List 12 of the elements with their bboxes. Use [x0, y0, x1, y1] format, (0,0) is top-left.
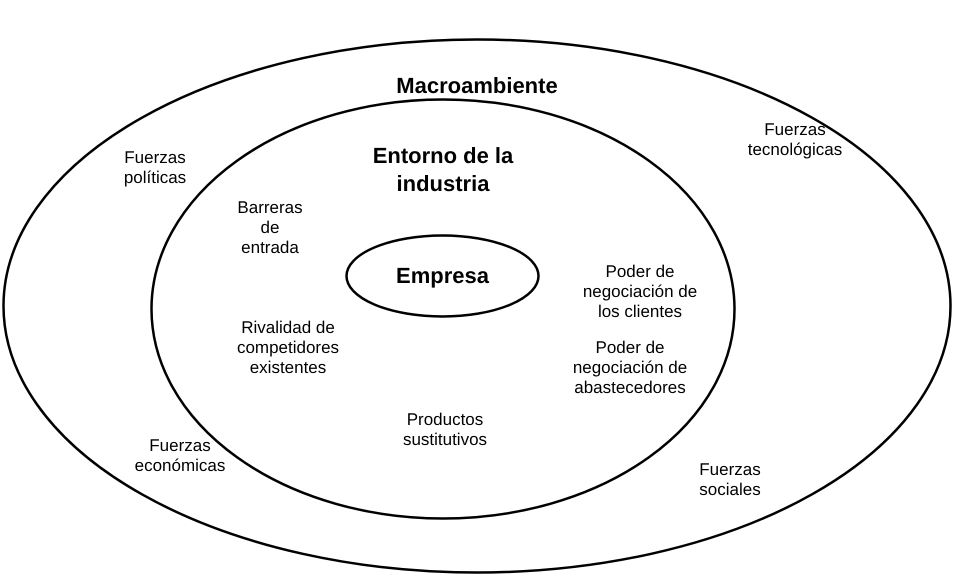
- region-title: Macroambiente: [395, 72, 559, 100]
- force-label: Rivalidad de competidores existentes: [236, 318, 340, 378]
- force-label: Fuerzas políticas: [122, 148, 188, 188]
- force-label: Fuerzas tecnológicas: [746, 120, 844, 160]
- force-label: Fuerzas económicas: [134, 436, 226, 476]
- force-label: Fuerzas sociales: [698, 460, 762, 500]
- region-title: Empresa: [395, 262, 490, 290]
- force-label: Productos sustitutivos: [402, 410, 488, 450]
- force-label: Poder de negociación de los clientes: [582, 262, 698, 322]
- force-label: Barreras de entrada: [236, 198, 304, 258]
- region-title: Entorno de la industria: [372, 142, 514, 198]
- force-label: Poder de negociación de abastecedores: [572, 338, 688, 398]
